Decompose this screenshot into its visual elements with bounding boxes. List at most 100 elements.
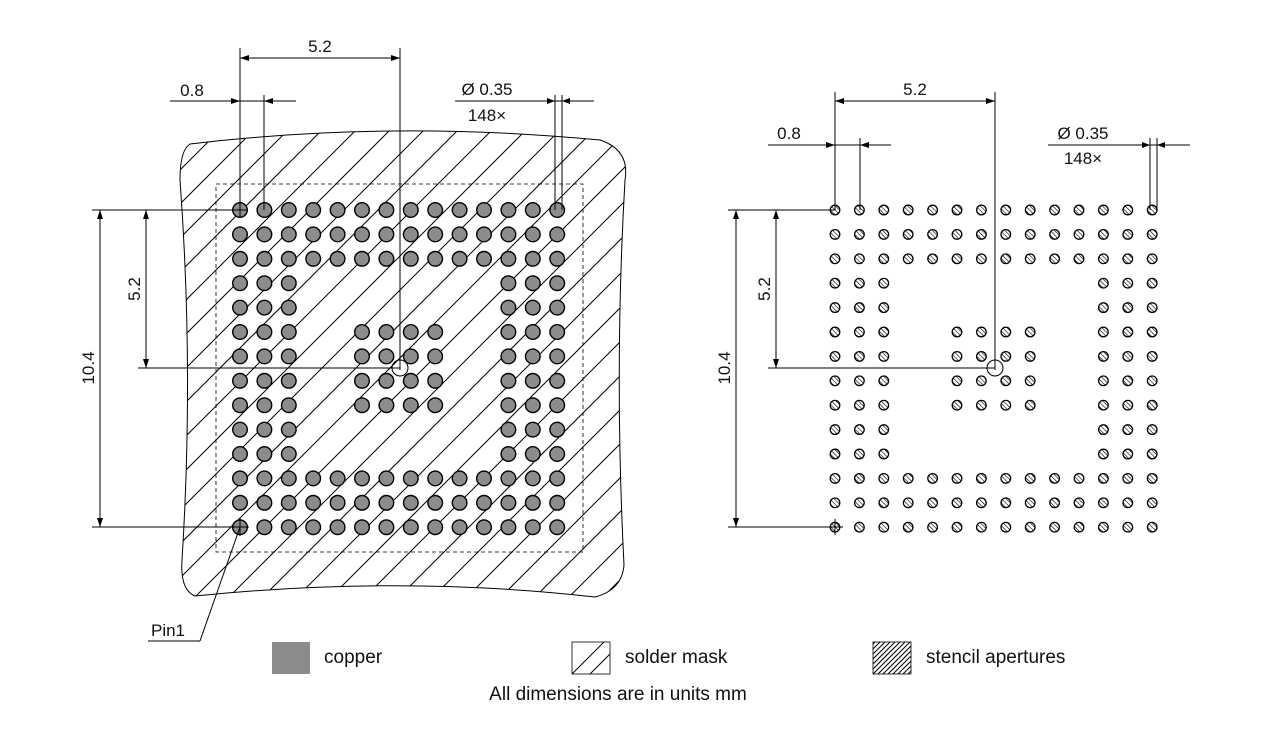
stencil-aperture — [975, 497, 987, 509]
stencil-aperture — [1097, 277, 1109, 289]
copper-pad — [402, 470, 419, 487]
copper-pad — [280, 275, 297, 292]
stencil-aperture — [878, 277, 890, 289]
stencil-aperture — [829, 424, 841, 436]
right-view: 5.2 0.8 Ø 0.35 148× 10.4 5.2 — [715, 80, 1190, 535]
stencil-aperture — [829, 228, 841, 240]
stencil-aperture — [1097, 326, 1109, 338]
stencil-aperture — [1146, 204, 1158, 216]
copper-pad — [402, 519, 419, 536]
copper-pad — [427, 519, 444, 536]
stencil-aperture — [1000, 253, 1012, 265]
copper-pad — [402, 201, 419, 218]
copper-pad — [354, 226, 371, 243]
stencil-aperture — [1122, 521, 1134, 533]
stencil-aperture — [1146, 472, 1158, 484]
copper-pad — [231, 494, 248, 511]
copper-pad — [427, 397, 444, 414]
copper-pad — [231, 299, 248, 316]
copper-pad — [354, 201, 371, 218]
stencil-aperture — [951, 253, 963, 265]
stencil-aperture — [1122, 277, 1134, 289]
stencil-aperture — [829, 326, 841, 338]
stencil-aperture — [1097, 521, 1109, 533]
copper-pad — [549, 275, 566, 292]
stencil-aperture — [1049, 253, 1061, 265]
copper-pad — [305, 470, 322, 487]
copper-pad — [549, 446, 566, 463]
copper-pad — [500, 397, 517, 414]
copper-pads — [231, 201, 566, 536]
stencil-aperture — [1024, 204, 1036, 216]
copper-pad — [378, 226, 395, 243]
stencil-aperture — [902, 472, 914, 484]
stencil-aperture — [878, 204, 890, 216]
copper-pad — [524, 275, 541, 292]
copper-pad — [231, 250, 248, 267]
stencil-aperture — [1122, 399, 1134, 411]
left-dimensions: 5.2 0.8 Ø 0.35 148× 10.4 5.2 — [79, 37, 594, 642]
stencil-aperture — [1097, 399, 1109, 411]
stencil-aperture — [1097, 375, 1109, 387]
stencil-aperture — [878, 448, 890, 460]
stencil-aperture — [1122, 302, 1134, 314]
stencil-aperture — [829, 302, 841, 314]
copper-pad — [476, 226, 493, 243]
copper-pad — [305, 201, 322, 218]
stencil-aperture — [878, 472, 890, 484]
dim-vertical-half-label: 5.2 — [125, 277, 144, 301]
opening-hatch — [216, 184, 583, 552]
stencil-aperture — [1024, 326, 1036, 338]
copper-pad — [231, 421, 248, 438]
copper-pad — [524, 470, 541, 487]
copper-pad — [500, 372, 517, 389]
stencil-aperture — [1000, 228, 1012, 240]
stencil-aperture — [902, 497, 914, 509]
stencil-aperture — [1000, 375, 1012, 387]
copper-pad — [329, 494, 346, 511]
stencil-aperture — [1049, 521, 1061, 533]
stencil-aperture — [853, 326, 865, 338]
copper-pad — [256, 324, 273, 341]
stencil-aperture — [1122, 253, 1134, 265]
copper-pad — [402, 250, 419, 267]
stencil-aperture — [1000, 204, 1012, 216]
copper-pad — [427, 226, 444, 243]
copper-pad — [231, 372, 248, 389]
stencil-aperture — [853, 399, 865, 411]
stencil-aperture — [902, 521, 914, 533]
copper-pad — [427, 201, 444, 218]
copper-pad — [451, 494, 468, 511]
stencil-aperture — [951, 399, 963, 411]
stencil-aperture — [853, 228, 865, 240]
stencil-aperture — [1024, 521, 1036, 533]
copper-pad — [280, 324, 297, 341]
copper-pad — [549, 226, 566, 243]
stencil-aperture — [975, 472, 987, 484]
stencil-aperture — [829, 472, 841, 484]
copper-pad — [231, 348, 248, 365]
copper-pad — [524, 201, 541, 218]
copper-pad — [476, 494, 493, 511]
stencil-aperture — [1024, 350, 1036, 362]
left-view: 5.2 0.8 Ø 0.35 148× 10.4 5.2 — [79, 37, 627, 642]
copper-pad — [476, 519, 493, 536]
stencil-aperture — [829, 375, 841, 387]
stencil-aperture — [1122, 326, 1134, 338]
stencil-aperture — [878, 399, 890, 411]
copper-pad — [549, 519, 566, 536]
copper-pad — [256, 275, 273, 292]
stencil-aperture — [1097, 302, 1109, 314]
stencil-aperture — [853, 204, 865, 216]
stencil-aperture — [853, 424, 865, 436]
solder-mask-hatch — [180, 130, 626, 597]
copper-pad — [402, 372, 419, 389]
legend: copper solder mask stencil apertures All… — [272, 641, 1065, 705]
copper-pad — [280, 519, 297, 536]
copper-pad — [378, 348, 395, 365]
stencil-aperture — [1097, 228, 1109, 240]
stencil-aperture — [1146, 375, 1158, 387]
copper-pad — [476, 470, 493, 487]
copper-pad — [280, 201, 297, 218]
stencil-aperture — [951, 497, 963, 509]
